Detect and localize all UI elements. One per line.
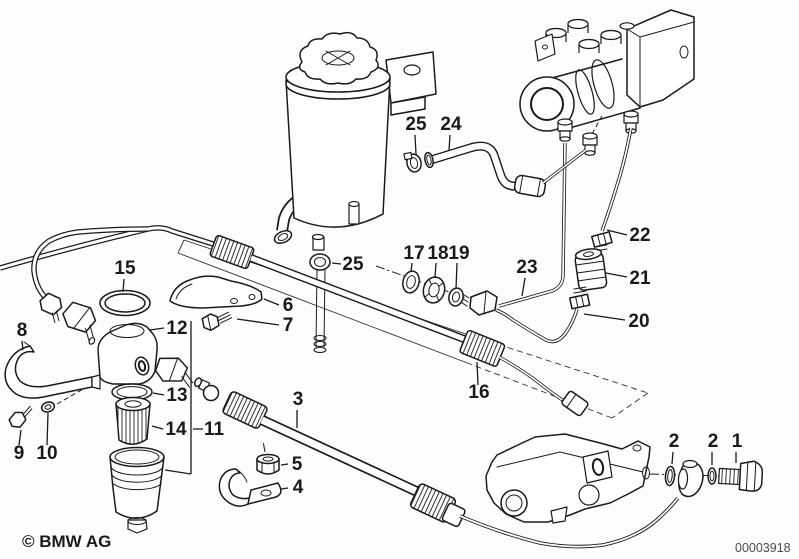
holder-strap-8 [4, 345, 93, 399]
part-callout-14-14: 14 [165, 419, 187, 440]
leader-line-16 [476, 361, 479, 386]
seal-ring-19 [448, 287, 464, 307]
leader-line-23 [521, 277, 526, 297]
leader-line-9 [18, 429, 22, 446]
grooved-ring-18 [422, 276, 446, 304]
leader-line-21 [605, 272, 628, 278]
union-fitting [62, 301, 97, 345]
washer-10 [40, 401, 56, 413]
part-callout-9-19: 9 [14, 443, 25, 464]
fluid-reservoir [273, 31, 437, 353]
leader-line-8 [21, 340, 24, 351]
leader-line-5 [280, 463, 289, 466]
pressure-damper-21 [574, 248, 608, 291]
filter-element-14 [115, 403, 151, 445]
hex-screw-7 [201, 311, 233, 332]
pressure-pipes [402, 127, 633, 344]
part-callout-18-4: 18 [427, 243, 448, 264]
part-callout-15-11: 15 [114, 258, 136, 279]
union-fitting [39, 292, 63, 323]
seal-ring-17 [402, 270, 420, 294]
leader-line-22 [606, 229, 628, 236]
pressure-hose-3 [193, 377, 680, 549]
hose-clamp-25b [309, 253, 331, 271]
oil-filter-assembly [4, 275, 263, 534]
part-callout-6-17: 6 [283, 295, 294, 316]
part-callout-23-6: 23 [516, 257, 537, 278]
pump-motor-bore [519, 76, 575, 132]
document-number: 00003918 [735, 541, 791, 555]
part-callout-22-7: 22 [629, 225, 650, 246]
part-callout-13-13: 13 [166, 385, 187, 406]
leader-line-7 [236, 318, 280, 326]
part-callout-25-0: 25 [405, 114, 427, 135]
pipe-clamp-4 [218, 468, 282, 507]
leader-line-2 [671, 451, 674, 465]
abs-hydro-unit [519, 9, 695, 156]
leader-line-18 [434, 262, 437, 279]
union-fitting-B [458, 290, 498, 316]
part-callout-11-15: 11 [204, 419, 225, 440]
part-callout-4-23: 4 [293, 477, 304, 498]
part-callout-17-3: 17 [403, 243, 424, 264]
copyright-text: © BMW AG [22, 532, 111, 551]
cover-bracket-6 [169, 275, 263, 309]
part-callout-25-2: 25 [342, 254, 364, 275]
part-callout-3-21: 3 [293, 389, 304, 410]
hose-clamp-25a [403, 151, 422, 173]
part-callout-16-10: 16 [468, 382, 489, 403]
steering-gear [485, 433, 764, 524]
axis-lines [56, 115, 761, 478]
seal-ring-2b [707, 467, 717, 485]
hex-nut-5 [256, 453, 280, 475]
leader-line-19 [455, 262, 458, 290]
leader-line-25 [414, 134, 417, 155]
part-callout-12-12: 12 [166, 318, 187, 339]
part-callout-20-9: 20 [628, 311, 649, 332]
leader-line-10 [46, 412, 49, 446]
filter-head-12 [97, 322, 158, 385]
return-hose-16 [0, 225, 589, 417]
banjo-elbow [677, 459, 704, 498]
pipe-23 [498, 142, 567, 308]
banjo-bolt-1 [718, 460, 764, 492]
pipe-22 [600, 127, 633, 232]
part-callout-5-22: 5 [292, 454, 303, 475]
leader-line-6 [263, 298, 280, 306]
leader-line-25 [331, 262, 342, 265]
part-callout-2-24: 2 [669, 431, 680, 452]
seal-ring-2a [664, 465, 676, 487]
leader-line-13 [152, 392, 165, 396]
part-callout-1-26: 1 [732, 431, 743, 452]
union-fitting [154, 357, 194, 388]
pipe-20 [495, 308, 579, 344]
part-callout-21-8: 21 [629, 268, 651, 289]
leader-line-15 [122, 278, 125, 293]
leader-line-14 [151, 425, 164, 430]
suction-hose-24 [403, 141, 587, 198]
leader-line-12 [149, 327, 165, 331]
part-callout-7-18: 7 [283, 315, 294, 336]
part-callout-2-25: 2 [708, 431, 719, 452]
leader-line-24 [448, 134, 451, 152]
part-callout-24-1: 24 [440, 114, 462, 135]
label-group-bracket [164, 321, 192, 475]
part-callout-8-16: 8 [17, 320, 28, 341]
leader-line-20 [583, 313, 626, 321]
bolt-9 [8, 405, 33, 428]
part-callout-19-5: 19 [448, 243, 469, 264]
leader-line-4 [280, 487, 289, 490]
leader-line-17 [410, 262, 413, 273]
part-callout-10-20: 10 [36, 443, 57, 464]
